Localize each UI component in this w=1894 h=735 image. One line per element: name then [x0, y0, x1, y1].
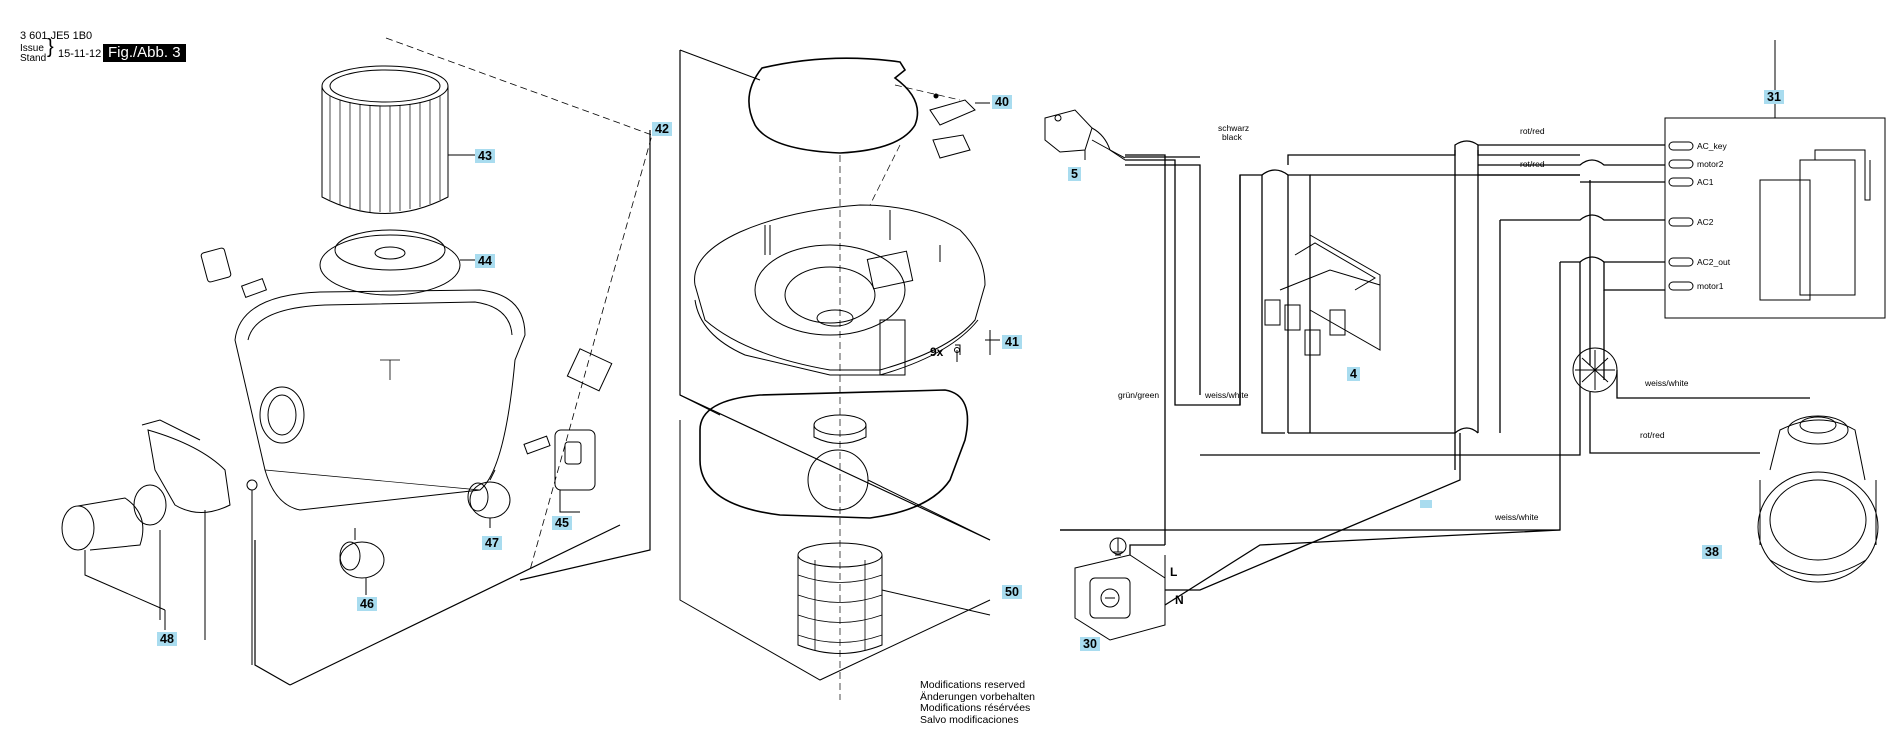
motor-38: [1758, 416, 1878, 582]
line-label-N: N: [1175, 593, 1184, 607]
placeholder-marker: [1420, 500, 1432, 508]
callout-30: 30: [1080, 637, 1100, 651]
screw-9x: [955, 348, 960, 363]
callout-40: 40: [992, 95, 1012, 109]
wire-label-weiss-white-2: weiss/white: [1645, 378, 1689, 388]
callout-38: 38: [1702, 545, 1722, 559]
part-number: 3 601 JE5 1B0: [20, 30, 93, 42]
castor-47: [468, 470, 510, 528]
control-board-31: [1665, 40, 1885, 318]
wire-label-weiss-white-1: weiss/white: [1205, 390, 1249, 400]
callout-50: 50: [1002, 585, 1022, 599]
figure-label: Fig./Abb. 3: [103, 44, 186, 62]
pin-label-ac2: AC2: [1697, 217, 1714, 227]
screw-quantity: 9x: [930, 345, 944, 359]
wire-label-gruen-green: grün/green: [1118, 390, 1160, 400]
callout-45: 45: [552, 516, 572, 530]
callout-5: 5: [1068, 167, 1081, 181]
pin-label-motor1: motor1: [1697, 281, 1724, 291]
wire-label-black: black: [1222, 132, 1242, 142]
thermal-fuse: [1573, 348, 1617, 392]
callout-4: 4: [1347, 367, 1360, 381]
pin-label-ac-key: AC_key: [1697, 141, 1727, 151]
issue-date: 15-11-12: [58, 48, 102, 60]
pin-label-ac1: AC1: [1697, 177, 1714, 187]
pin-label-motor2: motor2: [1697, 159, 1724, 169]
note-es: Salvo modificaciones: [920, 713, 1019, 726]
wire-label-rot-red-2: rot/red: [1520, 159, 1545, 169]
note-en: Modifications reserved: [920, 679, 1026, 691]
bracket-glyph: }: [47, 36, 54, 58]
note-de: Änderungen vorbehalten: [920, 690, 1036, 703]
container-body: [201, 247, 525, 510]
socket-30: [1075, 538, 1165, 640]
callout-48: 48: [157, 632, 177, 646]
callout-43: 43: [475, 149, 495, 163]
wire-label-weiss-white-3: weiss/white: [1495, 512, 1539, 522]
wire-label-rot-red-1: rot/red: [1520, 126, 1545, 136]
latch-40: [930, 94, 990, 158]
motor-head-housing: [695, 205, 1000, 375]
left-assembly: [62, 38, 652, 685]
callout-31: 31: [1764, 90, 1784, 104]
stand-label: Stand: [20, 53, 47, 64]
wire-label-schwarz: schwarz: [1218, 123, 1250, 133]
castor-46: [340, 528, 384, 595]
line-label-L: L: [1170, 565, 1178, 579]
filter-basket-44: [320, 230, 475, 295]
callout-47: 47: [482, 536, 502, 550]
wiring-diagram: [1045, 40, 1885, 640]
float-cage-50: [798, 543, 990, 654]
cartridge-filter-43: [322, 66, 475, 214]
callout-44: 44: [475, 254, 495, 268]
switch-4: [1265, 235, 1380, 355]
hose-inlet-48: [62, 420, 257, 665]
clip-45: [524, 349, 612, 512]
modification-notes: Modifications reserved Änderungen vorbeh…: [920, 679, 1036, 726]
mains-plug-5: [1045, 110, 1125, 160]
issue-label: Issue: [20, 43, 44, 54]
callout-41: 41: [1002, 335, 1022, 349]
callout-42: 42: [652, 122, 672, 136]
callout-46: 46: [357, 597, 377, 611]
wire-label-rot-red-3: rot/red: [1640, 430, 1665, 440]
pin-label-ac2-out: AC2_out: [1697, 257, 1731, 267]
middle-assembly: [680, 50, 1000, 700]
note-fr: Modifications résérvées: [920, 702, 1031, 714]
